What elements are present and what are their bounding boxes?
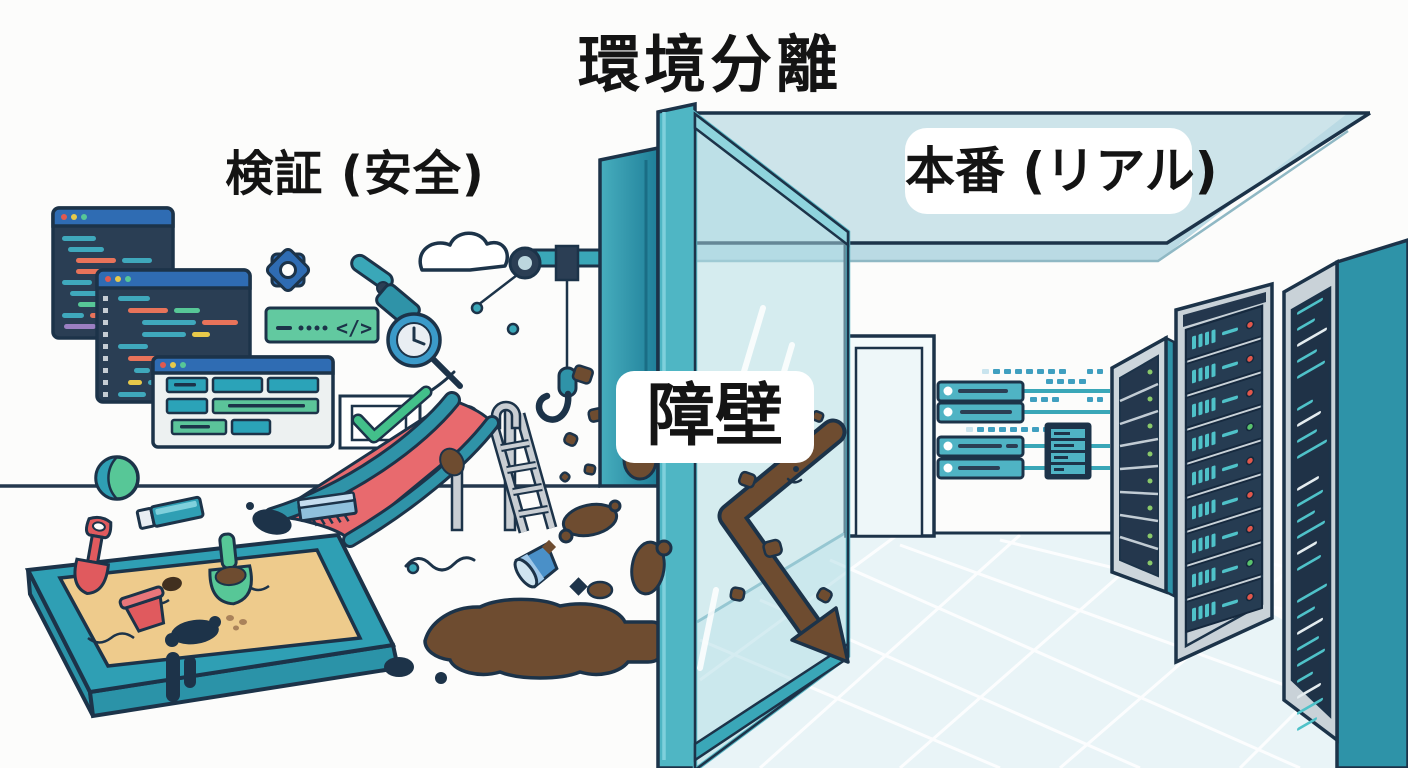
usb-stick-icon bbox=[135, 495, 205, 530]
sandbox bbox=[24, 515, 401, 719]
code-banner: </> bbox=[264, 306, 380, 344]
mini-rack bbox=[1044, 422, 1092, 480]
room-door bbox=[844, 334, 936, 538]
chip-icon bbox=[297, 491, 358, 527]
debris bbox=[541, 539, 557, 555]
toy-scoop-icon bbox=[208, 532, 253, 606]
toy-bucket-icon bbox=[118, 585, 166, 633]
production-room bbox=[658, 111, 1408, 768]
rack-2-slots bbox=[1185, 304, 1263, 634]
mud-splat-on-post bbox=[630, 539, 673, 596]
gear-icon bbox=[265, 247, 311, 293]
mud-spot bbox=[439, 447, 465, 477]
sand-dots bbox=[226, 615, 247, 631]
server-bar bbox=[936, 457, 1025, 480]
server-bar bbox=[936, 435, 1025, 458]
server-rack-2 bbox=[1174, 281, 1274, 665]
ball-icon bbox=[94, 455, 140, 501]
server-rack-3 bbox=[1282, 238, 1408, 768]
ink-drop bbox=[435, 672, 447, 684]
server-bar bbox=[936, 380, 1025, 403]
small-dot bbox=[406, 561, 420, 575]
ink-drop bbox=[384, 657, 414, 677]
ladder-rungs bbox=[500, 439, 549, 518]
rack-3-lines bbox=[1297, 297, 1327, 731]
magnifier-clock-icon bbox=[386, 312, 442, 368]
clamp-icon bbox=[554, 244, 580, 282]
mud-puddle bbox=[423, 597, 664, 680]
mud-clump bbox=[162, 576, 182, 592]
gutter-marks bbox=[103, 296, 108, 397]
server-rack-1 bbox=[1110, 335, 1176, 599]
network-lines bbox=[1023, 389, 1110, 470]
verification-scene: </> bbox=[0, 206, 667, 719]
spilled-cup-icon bbox=[513, 541, 559, 589]
arrowhead bbox=[790, 606, 850, 664]
zone-label-verification: 検証 (安全) bbox=[225, 146, 485, 202]
mud-blob bbox=[586, 580, 614, 600]
ink-spill-in-sand bbox=[165, 616, 221, 702]
barrier-label: 障壁 bbox=[616, 371, 814, 463]
squiggle bbox=[404, 556, 476, 572]
toy-shovel-icon bbox=[73, 515, 113, 595]
cloud-icon bbox=[418, 231, 509, 272]
mud-chunks-left bbox=[559, 364, 605, 483]
glass-top-rail bbox=[693, 111, 850, 248]
mud-splat-at-base bbox=[558, 499, 622, 544]
inspection-arm-icon bbox=[350, 253, 463, 389]
zone-label-production: 本番 (リアル) bbox=[905, 128, 1218, 214]
server-bar bbox=[936, 401, 1025, 424]
page-title: 環境分離 bbox=[577, 28, 842, 101]
debris bbox=[569, 577, 588, 596]
wall-servers bbox=[936, 369, 1110, 480]
crane-hook-icon bbox=[535, 366, 578, 423]
mud-chunks-right bbox=[729, 410, 833, 604]
status-leds bbox=[1245, 320, 1255, 602]
status-leds bbox=[1147, 369, 1153, 566]
ui-window bbox=[151, 355, 335, 449]
code-tag-glyph: </> bbox=[336, 316, 372, 340]
data-stream-dashes bbox=[966, 369, 1103, 432]
